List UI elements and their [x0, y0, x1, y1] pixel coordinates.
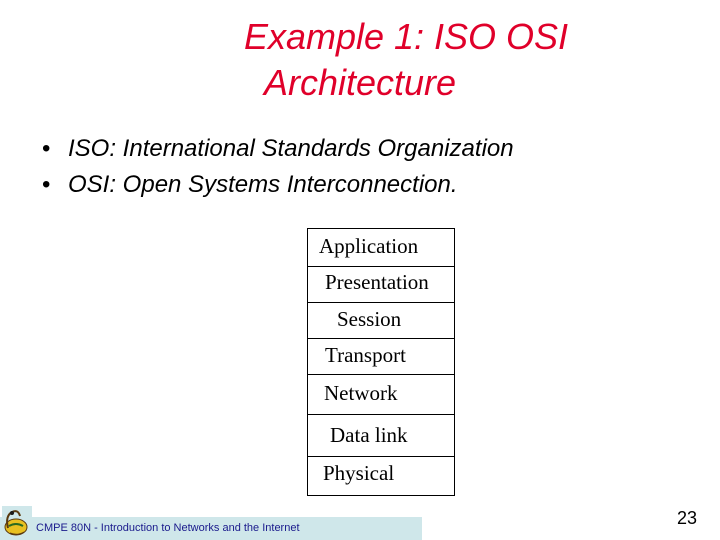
osi-layer: Transport — [308, 339, 454, 375]
slug-mascot-icon — [2, 506, 32, 538]
osi-layer: Network — [308, 375, 454, 415]
slide-title-line-1: Example 1: ISO OSI — [243, 16, 569, 57]
osi-layer-label: Transport — [325, 343, 406, 367]
bullet-item: • OSI: Open Systems Interconnection. — [42, 167, 514, 203]
footer-course-title: CMPE 80N - Introduction to Networks and … — [36, 522, 300, 534]
osi-layer: Data link — [308, 415, 454, 457]
page-number: 23 — [677, 508, 698, 528]
osi-layer: Application — [308, 229, 454, 267]
osi-layer-label: Physical — [323, 461, 395, 485]
osi-layer: Session — [308, 303, 454, 339]
footer-bar — [0, 517, 422, 540]
osi-layer-label: Application — [319, 234, 419, 258]
osi-layer-label: Session — [337, 307, 402, 331]
bullet-text: OSI: Open Systems Interconnection. — [68, 171, 458, 198]
bullet-list: • ISO: International Standards Organizati… — [42, 131, 514, 203]
osi-layer-label: Data link — [330, 423, 408, 447]
slide-title: Example 1: ISO OSI Architecture — [0, 14, 720, 106]
osi-layer-stack: Application Presentation Session Transpo… — [307, 228, 455, 496]
osi-layer: Physical — [308, 457, 454, 497]
osi-layer: Presentation — [308, 267, 454, 303]
osi-layer-label: Presentation — [325, 270, 429, 294]
osi-layer-label: Network — [324, 381, 398, 405]
bullet-item: • ISO: International Standards Organizati… — [42, 131, 514, 167]
bullet-icon: • — [42, 171, 51, 198]
bullet-text: ISO: International Standards Organizatio… — [68, 135, 514, 162]
bullet-icon: • — [42, 135, 51, 162]
slide-title-line-2: Architecture — [263, 62, 457, 103]
